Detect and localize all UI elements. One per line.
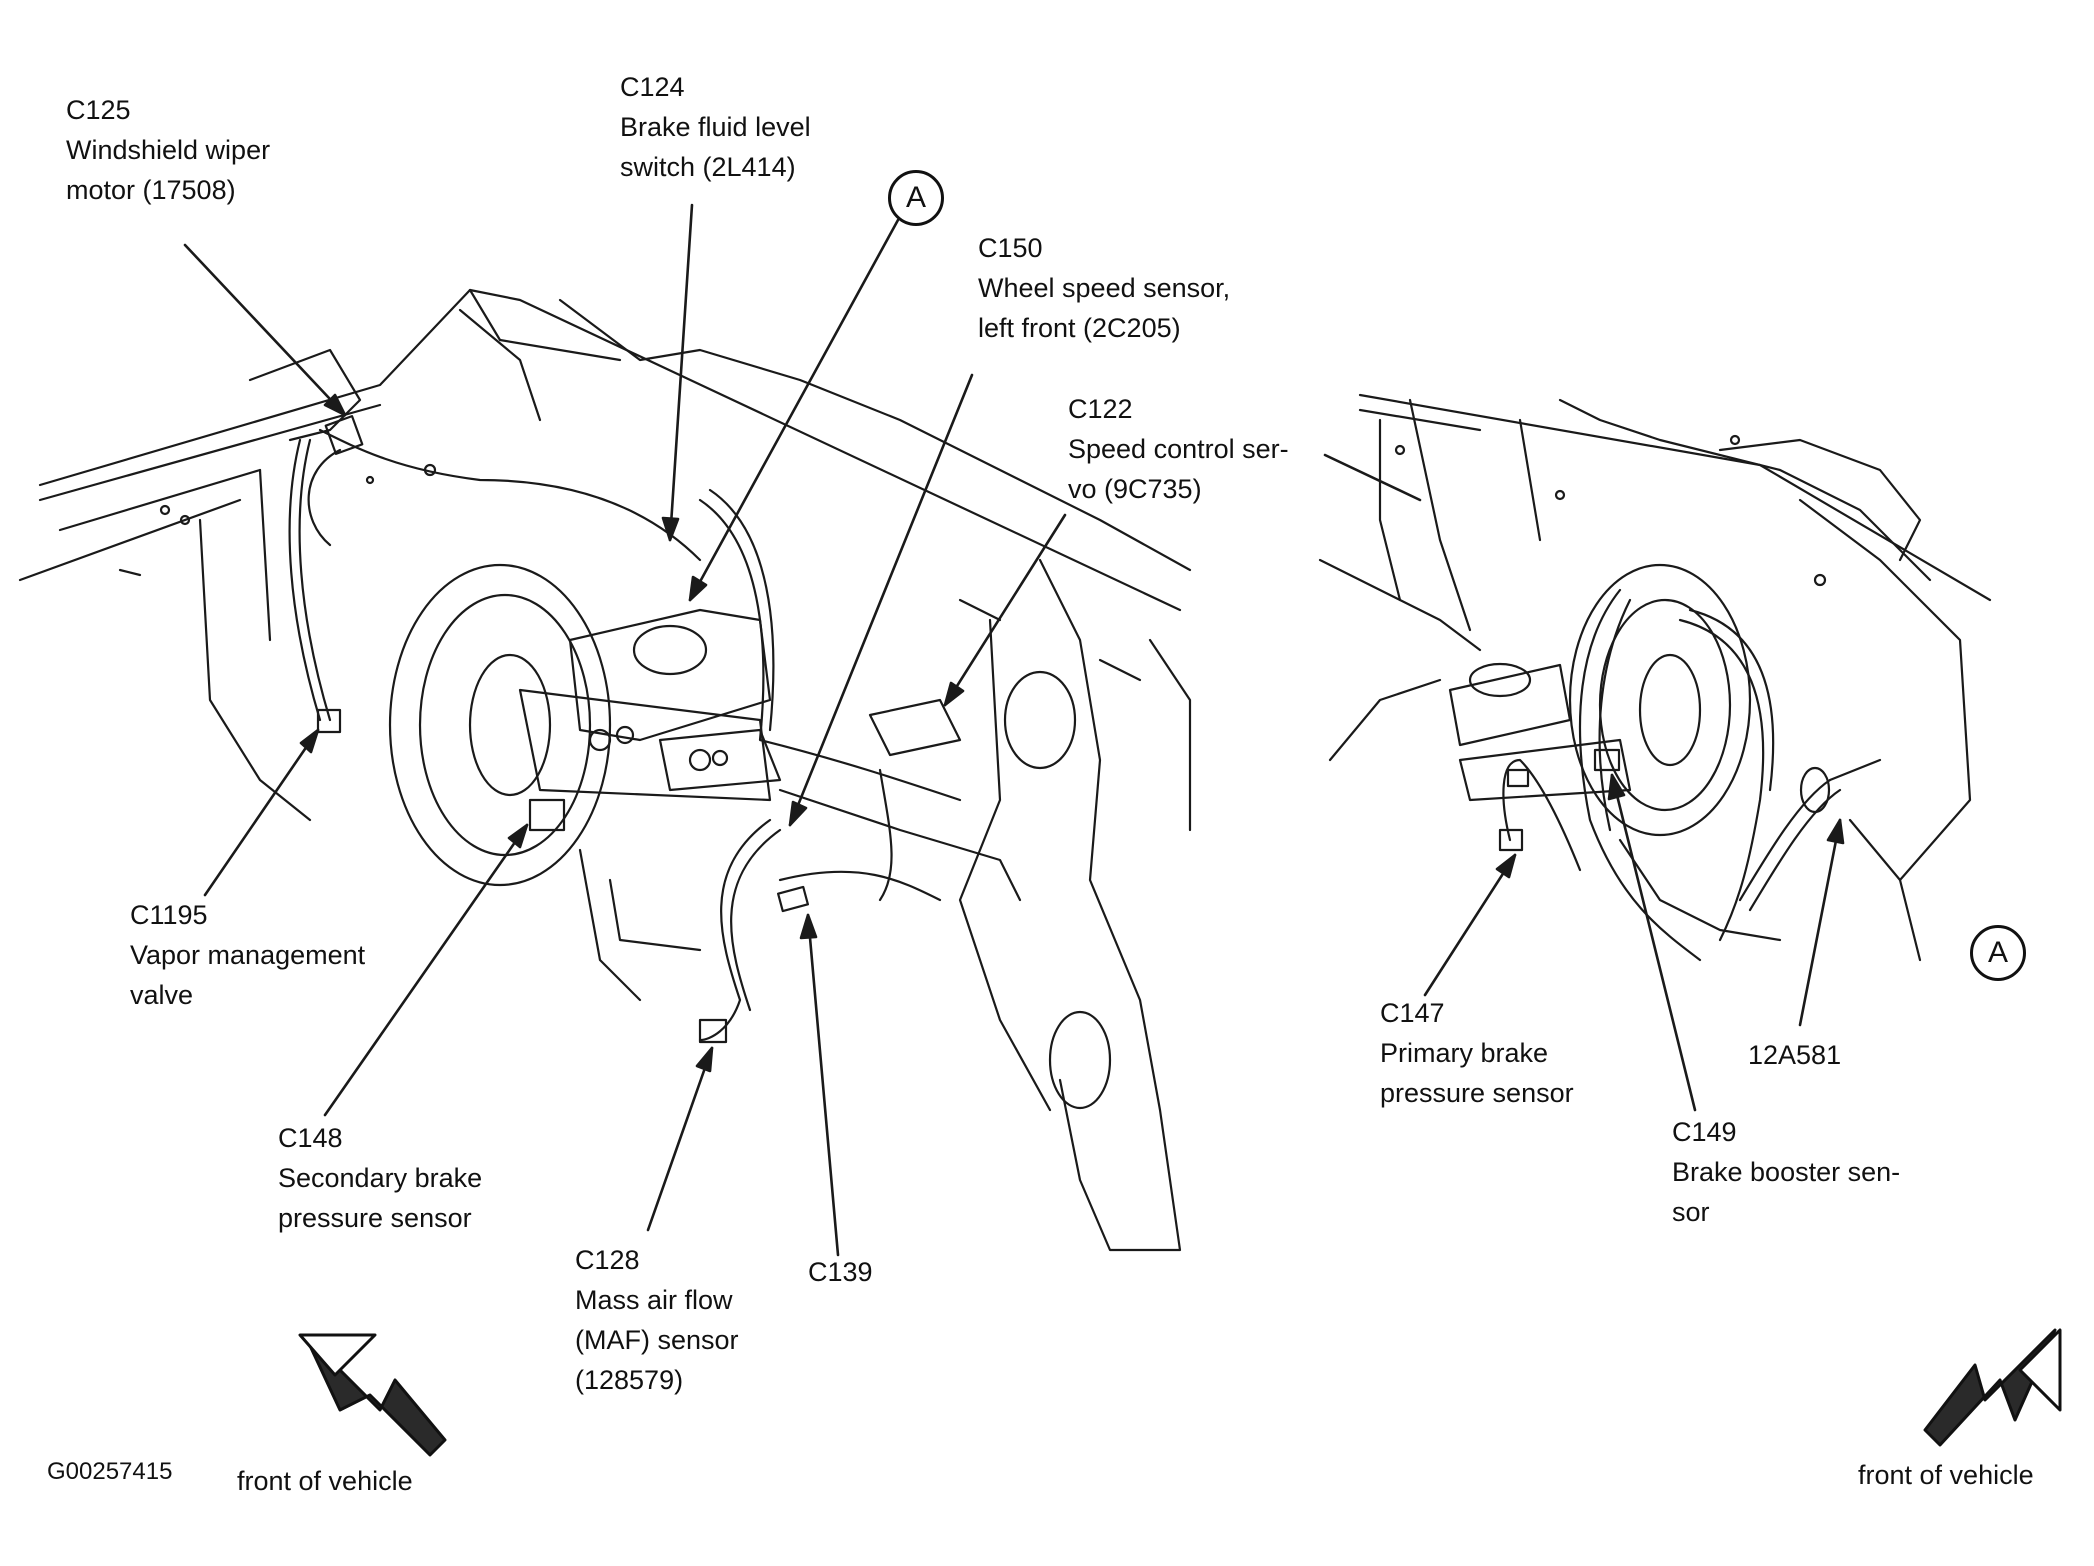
callout-c124: C124 Brake fluid level switch (2L414) bbox=[620, 67, 811, 187]
front-arrow-right-icon bbox=[1923, 1328, 2062, 1447]
callout-desc-line2: (MAF) sensor bbox=[575, 1325, 739, 1355]
callout-desc-line1: Secondary brake bbox=[278, 1163, 483, 1193]
callout-c125: C125 Windshield wiper motor (17508) bbox=[66, 90, 270, 210]
callout-desc-line1: Brake booster sen- bbox=[1672, 1157, 1901, 1187]
right-engine-view bbox=[1318, 393, 1992, 962]
front-of-vehicle-caption-right: front of vehicle bbox=[1858, 1460, 2034, 1490]
callout-c147: C147 Primary brake pressure sensor bbox=[1380, 993, 1574, 1113]
callout-code: C149 bbox=[1672, 1117, 1737, 1147]
callout-desc-line1: Wheel speed sensor, bbox=[978, 273, 1231, 303]
callout-c150: C150 Wheel speed sensor, left front (2C2… bbox=[978, 228, 1230, 348]
callout-code: C122 bbox=[1068, 394, 1133, 424]
figure-id: G00257415 bbox=[47, 1458, 173, 1485]
view-marker-a-top: A bbox=[888, 170, 944, 226]
callout-desc-line2: pressure sensor bbox=[1380, 1078, 1574, 1108]
callout-12a581: 12A581 bbox=[1748, 1035, 1841, 1075]
callout-code: C124 bbox=[620, 72, 685, 102]
view-marker-a-right: A bbox=[1970, 925, 2026, 981]
callout-code: C1195 bbox=[130, 900, 208, 930]
callout-c128: C128 Mass air flow (MAF) sensor (128579) bbox=[575, 1240, 739, 1400]
callout-desc-line2: sor bbox=[1672, 1197, 1710, 1227]
callout-c148: C148 Secondary brake pressure sensor bbox=[278, 1118, 482, 1238]
callout-desc-line1: Windshield wiper bbox=[66, 135, 271, 165]
callout-code: C128 bbox=[575, 1245, 640, 1275]
callout-code: C147 bbox=[1380, 998, 1445, 1028]
callout-code: C148 bbox=[278, 1123, 343, 1153]
callout-desc-line2: motor (17508) bbox=[66, 175, 236, 205]
callout-desc-line1: Vapor management bbox=[130, 940, 366, 970]
callout-c139: C139 bbox=[808, 1252, 873, 1292]
callout-code: C139 bbox=[808, 1257, 873, 1287]
leader-lines bbox=[183, 203, 1845, 1257]
callout-code: C150 bbox=[978, 233, 1043, 263]
callout-c122: C122 Speed control ser- vo (9C735) bbox=[1068, 389, 1289, 509]
callout-code: 12A581 bbox=[1748, 1040, 1842, 1070]
callout-desc-line2: valve bbox=[130, 980, 194, 1010]
callout-desc-line1: Speed control ser- bbox=[1068, 434, 1289, 464]
callout-c149: C149 Brake booster sen- sor bbox=[1672, 1112, 1900, 1232]
front-arrow-left-icon bbox=[298, 1333, 447, 1457]
callout-desc-line2: switch (2L414) bbox=[620, 152, 796, 182]
front-of-vehicle-caption-left: front of vehicle bbox=[237, 1466, 413, 1496]
callout-c1195: C1195 Vapor management valve bbox=[130, 895, 365, 1015]
callout-desc-line2: left front (2C205) bbox=[978, 313, 1181, 343]
left-engine-view bbox=[18, 288, 1192, 1252]
callout-desc-line1: Brake fluid level bbox=[620, 112, 811, 142]
callout-code: C125 bbox=[66, 95, 131, 125]
callout-desc-line2: vo (9C735) bbox=[1068, 474, 1202, 504]
callout-desc-line3: (128579) bbox=[575, 1365, 684, 1395]
callout-desc-line2: pressure sensor bbox=[278, 1203, 472, 1233]
callout-desc-line1: Mass air flow bbox=[575, 1285, 733, 1315]
callout-desc-line1: Primary brake bbox=[1380, 1038, 1549, 1068]
